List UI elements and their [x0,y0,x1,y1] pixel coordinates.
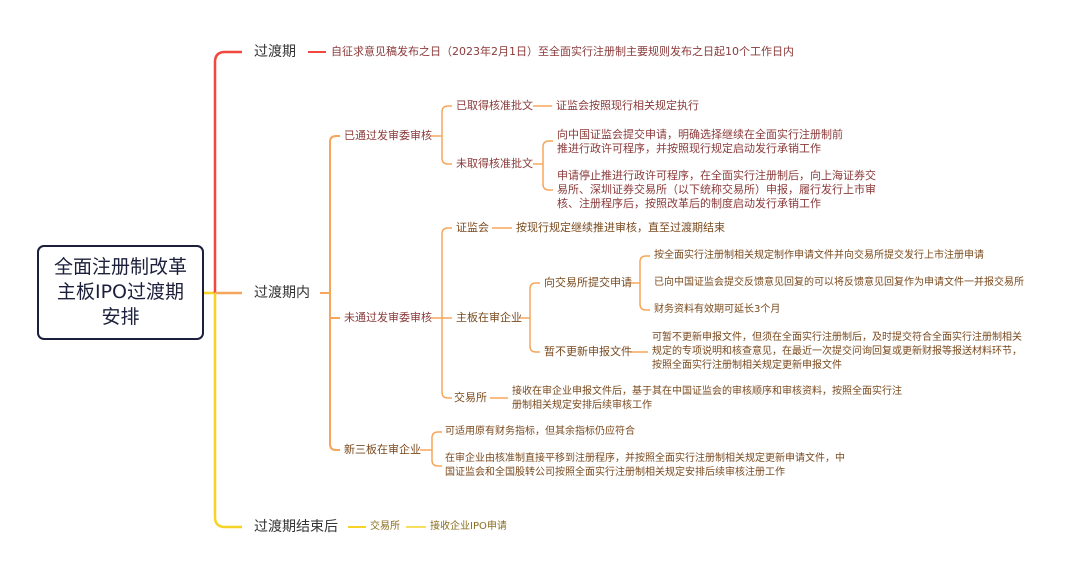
node-no-update-detail[interactable]: 可暂不更新申报文件，但须在全面实行注册制后，及时提交符合全面实行注册制相关 规定… [652,332,1022,371]
node-not-approved-option-1[interactable]: 向中国证监会提交申请，明确选择继续在全面实行注册制前 推进行政许可程序，并按照现… [557,128,843,155]
node-submit-item-3[interactable]: 财务资料有效期可延长3个月 [654,304,781,315]
node-not-approved-option-2[interactable]: 申请停止推进行政许可程序，在全面实行注册制后，向上海证券交 易所、深圳证券交易所… [557,169,876,210]
node-neeq-item-2[interactable]: 在审企业由核准制直接平移到注册程序，并按照全面实行注册制相关规定更新申请文件，中… [445,453,845,478]
node-during-transition[interactable]: 过渡期内 [254,285,310,301]
node-neeq-pending[interactable]: 新三板在审企业 [344,443,421,456]
node-transition-period[interactable]: 过渡期 [254,44,296,60]
node-not-approved[interactable]: 未取得核准批文 [456,157,533,170]
node-passed-review[interactable]: 已通过发审委审核 [344,129,432,142]
root-title: 全面注册制改革 主板IPO过渡期 安排 [53,256,187,328]
node-submit-item-1[interactable]: 按全面实行注册制相关规定制作申请文件并向交易所提交发行上市注册申请 [654,250,984,261]
node-no-update-filing[interactable]: 暂不更新申报文件 [544,345,632,358]
node-exchange[interactable]: 交易所 [454,391,487,404]
node-submit-item-2[interactable]: 已向中国证监会提交反馈意见回复的可以将反馈意见回复作为申请文件一并报交易所 [654,277,1024,288]
node-approved[interactable]: 已取得核准批文 [456,99,533,112]
node-transition-period-detail[interactable]: 自征求意见稿发布之日（2023年2月1日）至全面实行注册制主要规则发布之日起10… [331,45,794,58]
node-submit-to-exchange[interactable]: 向交易所提交申请 [544,276,632,289]
node-after-transition[interactable]: 过渡期结束后 [254,519,338,535]
node-not-passed-review[interactable]: 未通过发审委审核 [344,311,432,324]
node-after-detail[interactable]: 接收企业IPO申请 [430,521,507,532]
node-after-exchange[interactable]: 交易所 [370,521,400,532]
node-csrc[interactable]: 证监会 [456,221,489,234]
node-csrc-detail[interactable]: 按现行规定继续推进审核，直至过渡期结束 [516,221,725,234]
node-main-board-pending[interactable]: 主板在审企业 [456,311,522,324]
root-node[interactable]: 全面注册制改革 主板IPO过渡期 安排 [37,245,204,340]
node-exchange-detail[interactable]: 接收在审企业申报文件后，基于其在中国证监会的审核顺序和审核资料，按照全面实行注 … [512,386,902,411]
node-neeq-item-1[interactable]: 可适用原有财务指标，但其余指标仍应符合 [445,426,635,437]
node-approved-detail[interactable]: 证监会按照现行相关规定执行 [556,99,699,112]
